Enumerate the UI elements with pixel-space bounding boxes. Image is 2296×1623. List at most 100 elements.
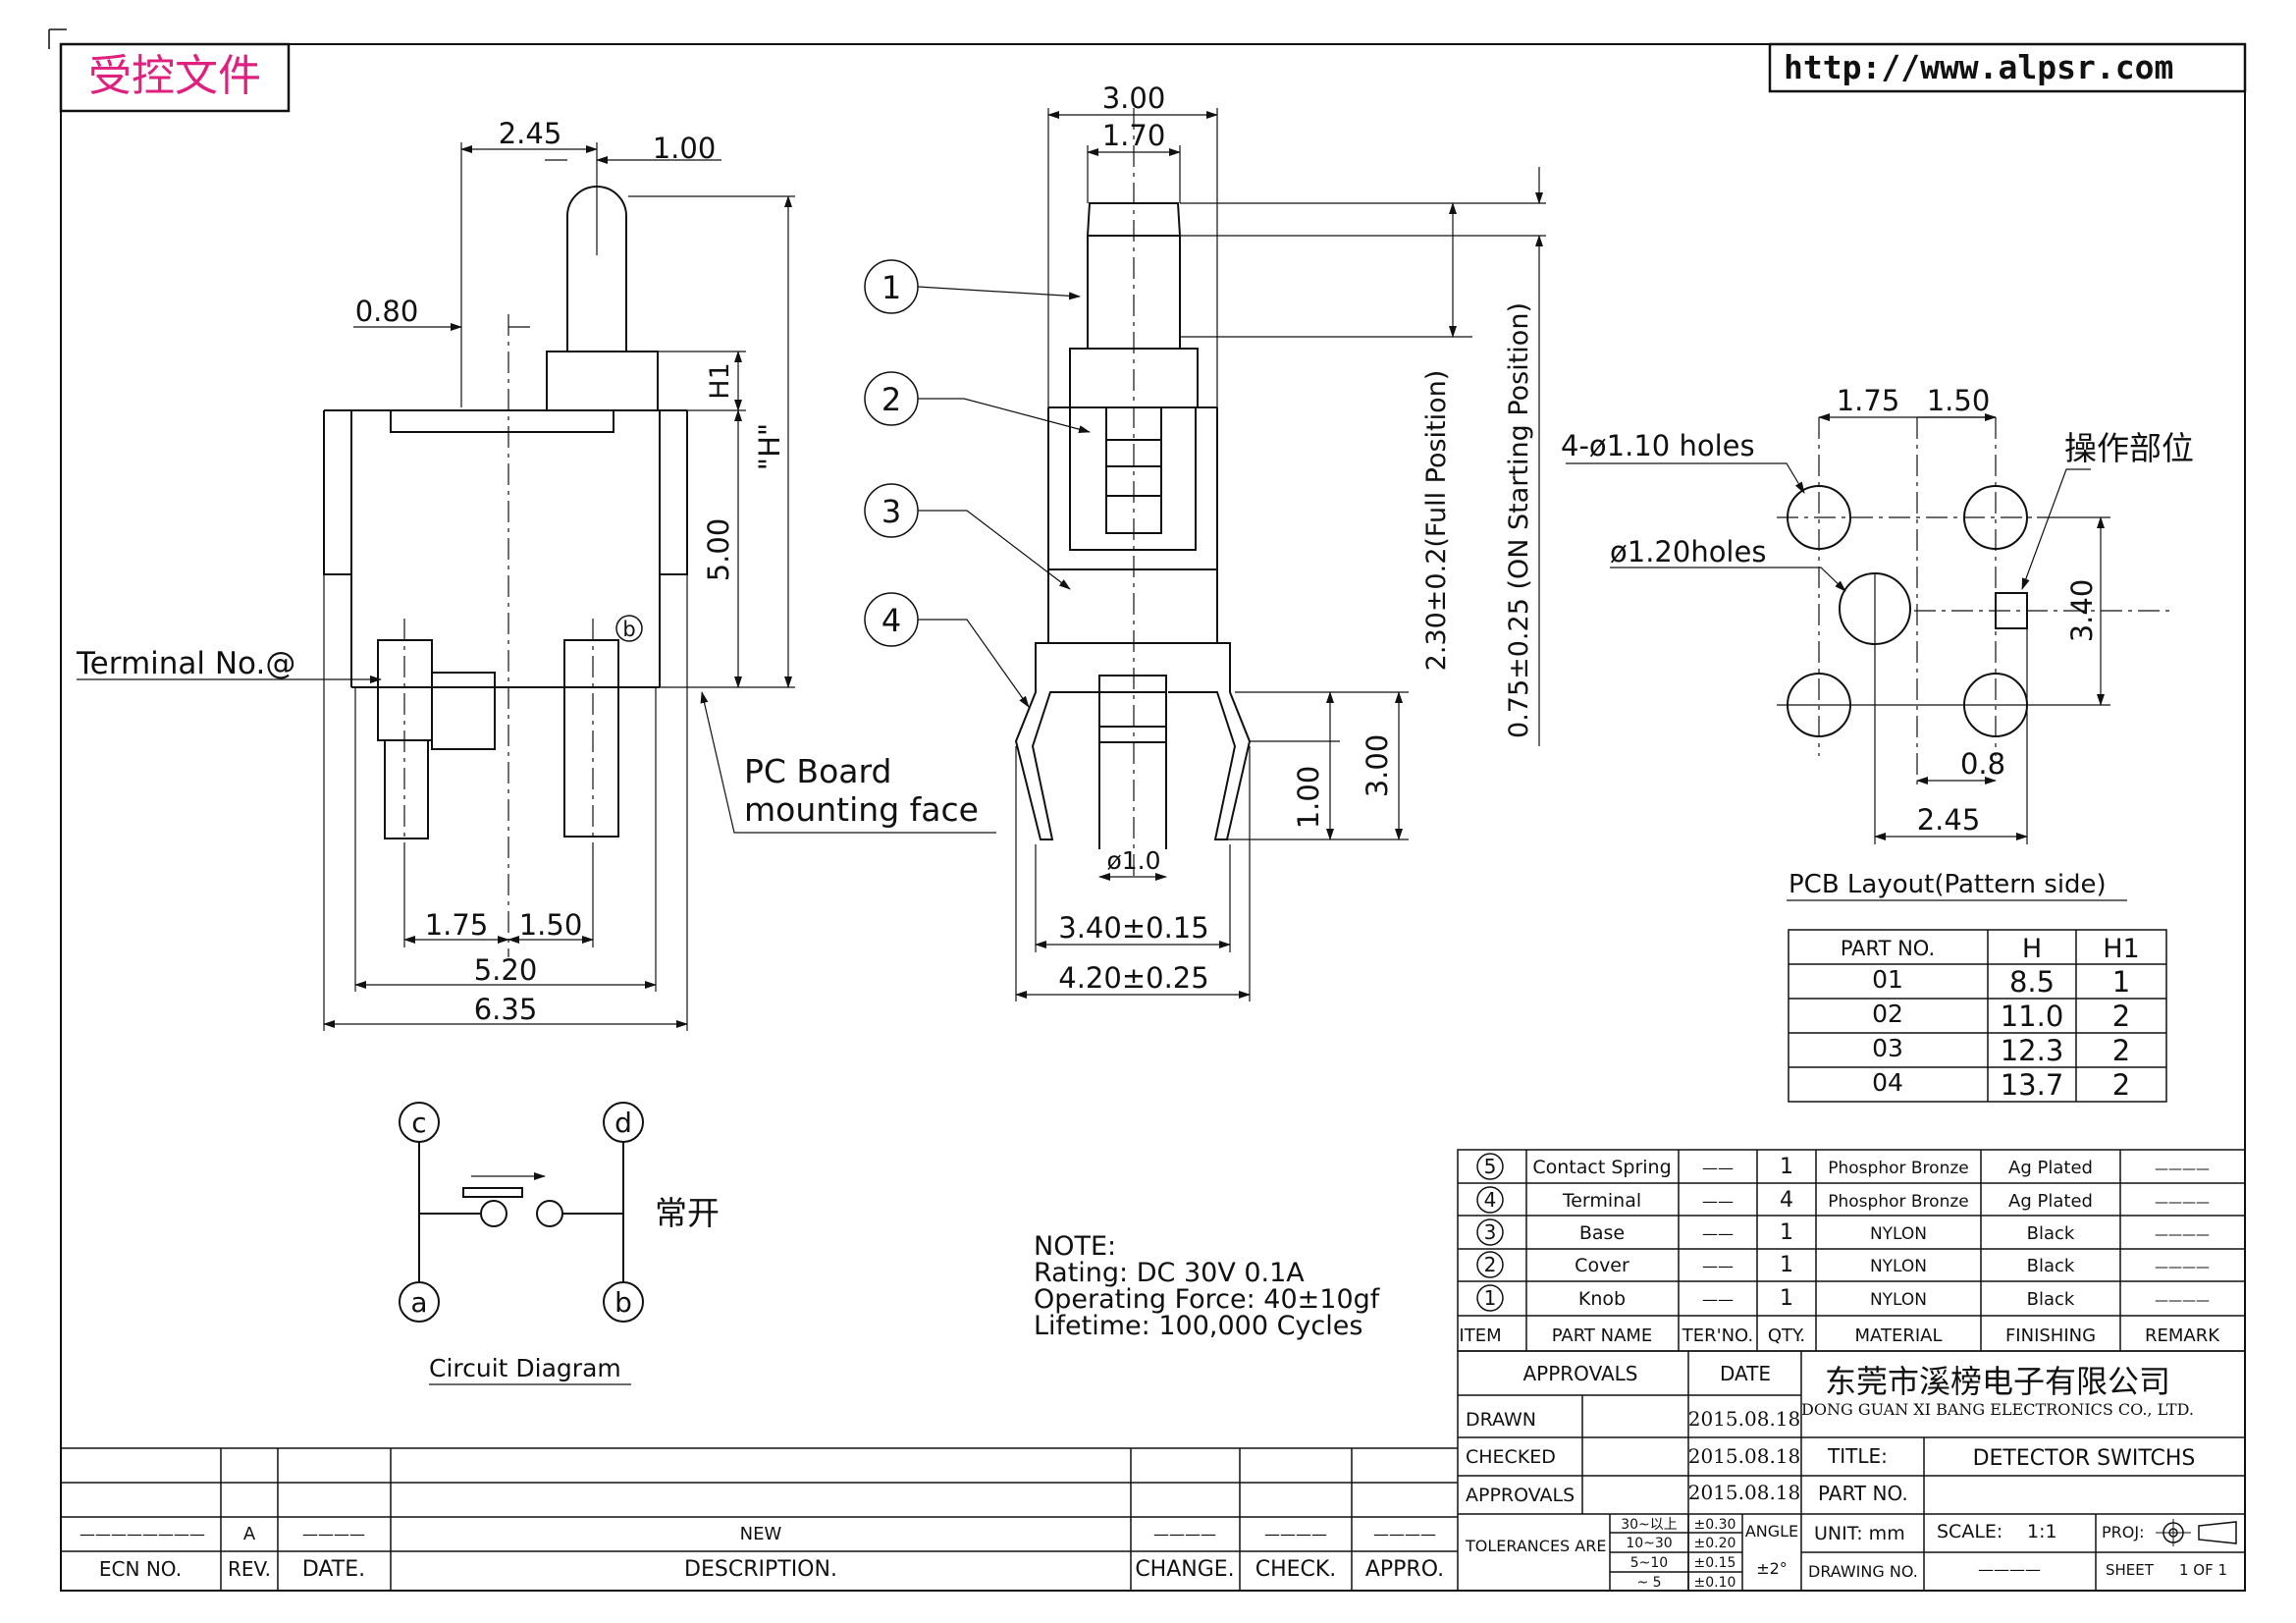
rev-appro-dash: ———— — [1373, 1525, 1436, 1543]
rev-header-description: DESCRIPTION. — [684, 1557, 837, 1582]
bom-header-1: PART NAME — [1552, 1325, 1653, 1346]
tb-drawing-no-label: DRAWING NO. — [1808, 1562, 1918, 1581]
tb-title-label: TITLE: — [1827, 1444, 1888, 1468]
drawing-frame — [48, 28, 2247, 1592]
bom-cell-item: 3 — [1484, 1220, 1497, 1244]
rev-header-rev: REV. — [228, 1557, 271, 1581]
dim-1-70: 1.70 — [1102, 119, 1166, 152]
tol-value-1: ±0.30 — [1694, 1517, 1736, 1533]
bom-cell-item: 4 — [1484, 1188, 1497, 1212]
rev-header-date: DATE. — [302, 1557, 365, 1582]
section-view — [864, 108, 1546, 1001]
pcb-dim-0-8: 0.8 — [1960, 747, 2005, 781]
tol-value-3: ±0.15 — [1694, 1555, 1736, 1571]
bom-table — [1457, 1149, 2246, 1352]
tb-checked-label: CHECKED — [1466, 1446, 1556, 1468]
bom-cell-finish: Black — [2027, 1223, 2075, 1244]
bom-cell-qty: 1 — [1780, 1253, 1793, 1277]
pcb-caption: PCB Layout(Pattern side) — [1789, 870, 2107, 899]
bom-cell-name: Contact Spring — [1532, 1157, 1671, 1178]
side-view — [77, 142, 996, 1031]
section-view-labels: 3.00 1.70 2.30±0.2(Full Position) 0.75±0… — [881, 81, 1534, 995]
bom-cell-name: Cover — [1575, 1255, 1629, 1276]
callout-1: 1 — [881, 269, 901, 306]
dim-4-20: 4.20±0.25 — [1058, 961, 1208, 995]
bom-cell-remark: ———— — [2155, 1260, 2210, 1275]
bom-cell-remark: ———— — [2155, 1293, 2210, 1309]
tb-scale-value: 1:1 — [2027, 1521, 2057, 1542]
tb-scale-label: SCALE: — [1937, 1521, 2002, 1542]
dim-on-position: 0.75±0.25 (ON Starting Position) — [1504, 302, 1534, 738]
bom-header-3: QTY. — [1768, 1325, 1805, 1346]
tol-range-1: 30~以上 — [1621, 1517, 1678, 1533]
circuit-caption: Circuit Diagram — [429, 1354, 621, 1382]
tb-approvals-header: APPROVALS — [1522, 1362, 1637, 1385]
bom-cell-ter: —— — [1702, 1257, 1734, 1275]
bom-header-2: TER'NO. — [1682, 1325, 1753, 1346]
bom-cell-remark: ———— — [2155, 1195, 2210, 1211]
tb-angle-label: ANGLE — [1745, 1522, 1798, 1541]
tb-unit: UNIT: mm — [1814, 1523, 1905, 1544]
pcb-layout-labels: 1.75 1.50 4-ø1.10 holes ø1.20holes 操作部位 … — [1561, 384, 2194, 899]
rev-header-appro: APPRO. — [1365, 1557, 1444, 1582]
h-row-04-h1: 2 — [2112, 1068, 2130, 1102]
bom-cell-finish: Black — [2027, 1289, 2075, 1310]
h-row-03-part: 03 — [1872, 1034, 1903, 1062]
title-block-text: APPROVALS DATE 东莞市溪榜电子有限公司 DONG GUAN XI … — [1465, 1362, 2227, 1591]
bom-cell-ter: —— — [1702, 1159, 1734, 1177]
bom-cell-remark: ———— — [2155, 1227, 2210, 1243]
pcb-dim-1-75: 1.75 — [1837, 384, 1900, 417]
bom-cell-finish: Black — [2027, 1256, 2075, 1276]
website-url[interactable]: http://www.alpsr.com — [1784, 48, 2173, 86]
bom-cell-ter: —— — [1702, 1290, 1734, 1309]
h-row-03-h1: 2 — [2112, 1034, 2130, 1067]
bom-cell-item: 5 — [1484, 1155, 1497, 1178]
bom-cell-qty: 1 — [1780, 1155, 1793, 1179]
circuit-labels: c d a b 常开 Circuit Diagram — [410, 1107, 720, 1382]
terminal-label: Terminal No.@ — [76, 646, 295, 681]
bom-cell-name: Knob — [1578, 1288, 1626, 1310]
rev-date-dash: ———— — [302, 1525, 365, 1543]
h-table-header-h: H — [2022, 934, 2042, 964]
bom-cell-item: 1 — [1484, 1286, 1497, 1310]
tb-title-value: DETECTOR SWITCHS — [1973, 1446, 2196, 1471]
h-table-text: PART NO. H H1 01 8.5 1 02 11.0 2 03 12.3… — [1841, 934, 2140, 1102]
dim-h1: H1 — [705, 362, 735, 399]
tb-approvals-date: 2015.08.18 — [1688, 1481, 1801, 1504]
bom-cell-remark: ———— — [2155, 1162, 2210, 1177]
operating-part-label: 操作部位 — [2064, 429, 2194, 467]
dim-5-20: 5.20 — [474, 953, 538, 987]
pcb-layout — [1566, 413, 2174, 901]
bom-cell-material: Phosphor Bronze — [1828, 1192, 1968, 1212]
tb-tolerance-label: TOLERANCES ARE — [1465, 1537, 1606, 1555]
tb-sheet-label: SHEET — [2106, 1561, 2155, 1579]
dim-3-00-top: 3.00 — [1102, 81, 1166, 115]
callout-3: 3 — [881, 493, 901, 530]
pcb-holes-4: 4-ø1.10 holes — [1561, 429, 1755, 462]
rev-change-dash: ———— — [1153, 1525, 1216, 1543]
rev-desc-value: NEW — [740, 1524, 782, 1544]
pcb-dim-1-50: 1.50 — [1927, 384, 1991, 417]
h-row-04-h: 13.7 — [2001, 1068, 2064, 1102]
controlled-doc-stamp: 受控文件 — [88, 51, 261, 101]
dim-phi-1-0: ø1.0 — [1106, 846, 1160, 875]
dim-5-00: 5.00 — [702, 518, 735, 582]
tb-checked-date: 2015.08.18 — [1688, 1444, 1801, 1468]
tb-drawn-date: 2015.08.18 — [1688, 1407, 1801, 1431]
dim-2-45: 2.45 — [499, 117, 562, 150]
dim-1-50: 1.50 — [519, 908, 583, 942]
bom-cell-item: 2 — [1484, 1253, 1497, 1276]
rev-header-ecn: ECN NO. — [99, 1557, 182, 1581]
h-row-01-h: 8.5 — [2009, 965, 2055, 999]
dim-3-00-section: 3.00 — [1361, 734, 1394, 798]
tb-part-no-label: PART NO. — [1818, 1482, 1908, 1505]
h-row-02-part: 02 — [1872, 1000, 1903, 1028]
rev-header-check: CHECK. — [1255, 1557, 1337, 1582]
dim-1-75: 1.75 — [425, 908, 489, 942]
tb-drawn-label: DRAWN — [1466, 1409, 1536, 1431]
tb-proj-label: PROJ: — [2102, 1523, 2144, 1542]
bom-cell-name: Terminal — [1562, 1190, 1641, 1212]
title-block — [1457, 1350, 2246, 1592]
circuit-node-d: d — [614, 1107, 632, 1139]
circuit-diagram — [399, 1102, 644, 1385]
